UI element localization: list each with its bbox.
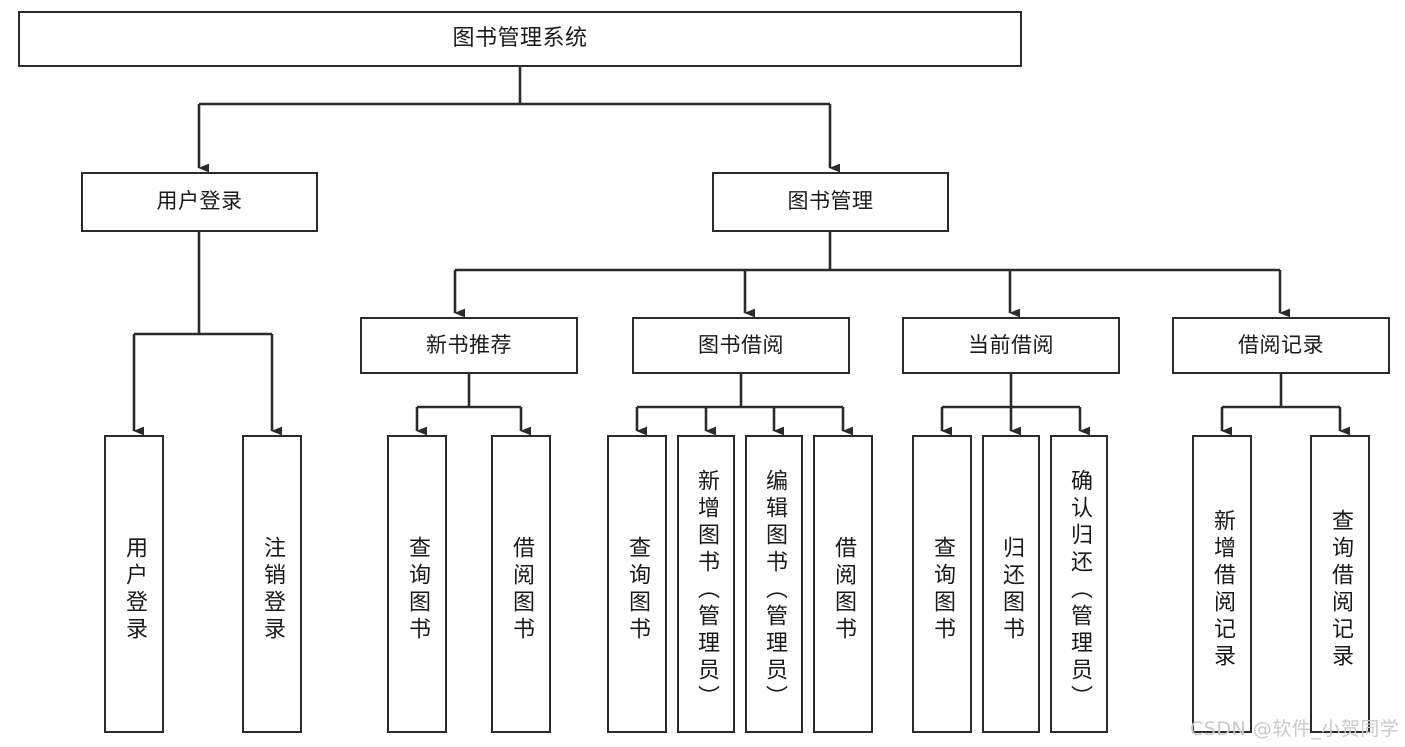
leaf-record-add-record[interactable]: 新增借阅记录 (1192, 435, 1252, 733)
node-label: 编辑图书（管理员） (762, 468, 787, 712)
node-book-management[interactable]: 图书管理 (712, 172, 949, 232)
node-label: 新书推荐 (426, 332, 512, 357)
node-label: 新增借阅记录 (1210, 509, 1235, 671)
leaf-borrow-borrow-book[interactable]: 借阅图书 (813, 435, 873, 733)
node-label: 图书管理 (787, 189, 874, 214)
node-label: 用户登录 (122, 536, 147, 644)
node-label: 注销登录 (260, 536, 285, 644)
node-current-borrow[interactable]: 当前借阅 (902, 317, 1120, 374)
node-label: 借阅图书 (509, 536, 534, 644)
leaf-current-return-book[interactable]: 归还图书 (982, 435, 1040, 733)
leaf-borrow-add-book[interactable]: 新增图书（管理员） (677, 435, 735, 733)
node-label: 查询借阅记录 (1328, 509, 1353, 671)
leaf-current-query-book[interactable]: 查询图书 (912, 435, 972, 733)
node-new-book-recommend[interactable]: 新书推荐 (360, 317, 578, 374)
node-book-borrow[interactable]: 图书借阅 (632, 317, 850, 374)
leaf-current-confirm-return[interactable]: 确认归还（管理员） (1050, 435, 1108, 733)
node-user-login[interactable]: 用户登录 (81, 172, 318, 232)
node-label: 当前借阅 (968, 332, 1054, 357)
node-label: 确认归还（管理员） (1067, 468, 1092, 712)
node-label: 图书管理系统 (452, 25, 588, 51)
node-label: 归还图书 (999, 536, 1024, 644)
node-label: 图书借阅 (698, 332, 784, 357)
node-label: 查询图书 (930, 536, 955, 644)
node-root-system[interactable]: 图书管理系统 (18, 11, 1022, 67)
leaf-borrow-query-book[interactable]: 查询图书 (607, 435, 667, 733)
node-label: 新增图书（管理员） (694, 468, 719, 712)
leaf-borrow-edit-book[interactable]: 编辑图书（管理员） (745, 435, 803, 733)
csdn-watermark: CSDN @软件_小贺同学 (1190, 718, 1400, 740)
node-label: 借阅记录 (1238, 332, 1324, 357)
leaf-record-query-record[interactable]: 查询借阅记录 (1310, 435, 1370, 733)
leaf-recommend-borrow-book[interactable]: 借阅图书 (491, 435, 551, 733)
node-label: 用户登录 (156, 189, 243, 214)
leaf-user-login-login[interactable]: 用户登录 (104, 435, 164, 733)
leaf-recommend-query-book[interactable]: 查询图书 (387, 435, 447, 733)
leaf-user-login-logout[interactable]: 注销登录 (242, 435, 302, 733)
node-label: 查询图书 (625, 536, 650, 644)
node-label: 查询图书 (405, 536, 430, 644)
node-borrow-record[interactable]: 借阅记录 (1172, 317, 1390, 374)
node-label: 借阅图书 (831, 536, 856, 644)
